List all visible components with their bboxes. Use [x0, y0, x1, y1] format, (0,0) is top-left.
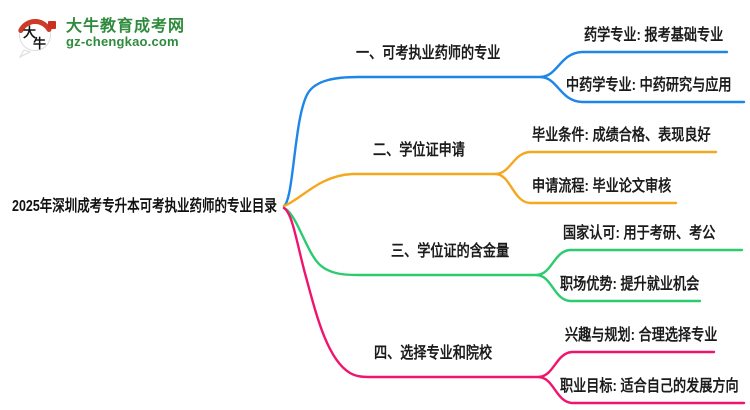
branch-3-fork-lower — [535, 273, 702, 303]
leaf-2-1: 毕业条件: 成绩合格、表现良好 — [532, 127, 711, 144]
bull-mascot-icon: 大 牛 — [18, 19, 56, 58]
branch-4-fork-upper — [537, 350, 716, 379]
branch-3-fork-upper — [535, 248, 744, 277]
branch-4-label: 四、选择专业和院校 — [374, 345, 493, 362]
site-logo[interactable]: 大 牛 大牛教育成考网 gz-chengkao.com — [12, 8, 185, 58]
leaf-1-2: 中药学专业: 中药研究与应用 — [566, 77, 732, 94]
branch-4-main-curve — [282, 206, 541, 379]
red-hat-arc — [18, 19, 52, 33]
branch-3-label: 三、学位证的含金量 — [391, 243, 510, 260]
logo-text-block: 大牛教育成考网 gz-chengkao.com — [66, 8, 185, 49]
leaf-4-2: 职业目标: 适合自己的发展方向 — [560, 378, 739, 395]
root-node: 2025年深圳成考专升本可考执业药师的专业目录 — [12, 198, 277, 215]
branch-2-label: 二、学位证申请 — [373, 142, 465, 159]
leaf-2-2: 申请流程: 毕业论文审核 — [532, 178, 672, 195]
leaf-4-1: 兴趣与规划: 合理选择专业 — [565, 327, 718, 344]
branch-3-main-curve — [282, 206, 539, 277]
leaf-3-1: 国家认可: 用于考研、考公 — [563, 225, 716, 242]
branch-1-label: 一、可考执业药师的专业 — [356, 45, 501, 62]
branch-2-fork-upper — [494, 150, 718, 176]
branch-2-main-curve — [282, 172, 498, 208]
branch-1-fork-upper — [539, 50, 729, 79]
branch-1-main-curve — [282, 75, 543, 208]
branch-1-fork-lower — [539, 75, 746, 104]
logo-char-top: 大 — [23, 25, 36, 41]
logo-char-bottom: 牛 — [33, 36, 46, 52]
site-name[interactable]: 大牛教育成考网 — [66, 18, 186, 35]
leaf-1-1: 药学专业: 报考基础专业 — [584, 27, 724, 44]
branch-2-fork-lower — [494, 172, 678, 205]
branch-4-fork-lower — [537, 375, 746, 405]
site-url[interactable]: gz-chengkao.com — [66, 34, 179, 49]
leaf-3-2: 职场优势: 提升就业机会 — [560, 276, 700, 293]
red-seal-stamp — [48, 21, 56, 29]
speech-bubble-tail — [18, 49, 32, 58]
